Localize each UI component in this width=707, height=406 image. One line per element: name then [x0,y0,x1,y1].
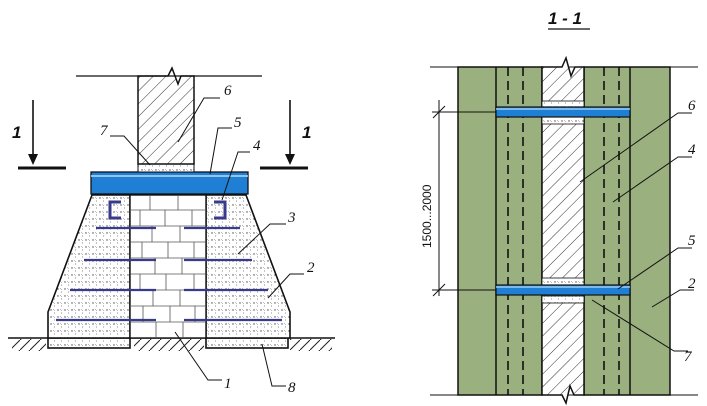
section-mark-right: 1 [302,123,311,142]
callout-left-7: 7 [100,123,109,139]
section-mark-left: 1 [12,123,21,142]
callout-right-6: 6 [688,98,696,114]
callout-left-4: 4 [253,138,261,154]
concrete-band-right [583,66,671,396]
section-title: 1 - 1 [548,9,582,28]
leaders-left [110,97,304,387]
mortar-lower [541,277,585,286]
right-section: 1 - 1 [420,9,698,406]
concrete-band-left [457,66,543,396]
callout-left-2: 2 [307,260,315,276]
mortar-lower-under [541,295,585,304]
hidden-channels [507,67,620,395]
soil-hatch-mid [134,339,204,351]
column-section [541,55,585,406]
spacing-dimension-label: 1500...2000 [420,184,434,248]
section-arrow-right-head [285,154,295,165]
soil-hatch-left [12,339,46,351]
soil-hatch-right [290,339,332,351]
mortar-bed [137,163,195,173]
leaders-right [579,112,694,352]
concrete-jacket-left [47,194,131,339]
spacing-dimension [432,100,496,297]
channel-anchor-right [214,200,227,220]
callout-left-8: 8 [288,380,296,396]
callout-left-3: 3 [287,210,296,226]
channel-anchor-left [108,200,121,220]
mortar-upper-under [541,116,585,125]
reinforcement-rods [56,226,282,322]
callout-right-5: 5 [688,233,696,249]
foundation-pad-right [205,337,289,349]
callout-left-5: 5 [234,115,242,131]
section-arrow-left-head [28,154,38,165]
callout-left-1: 1 [224,376,232,392]
left-elevation: 1 1 6 5 7 4 3 2 1 8 [8,66,335,396]
foundation-pad-left [47,337,131,349]
callout-left-6: 6 [224,83,232,99]
callout-right-2: 2 [688,276,696,292]
column [137,66,195,165]
concrete-jacket-right [205,194,291,339]
callout-right-4: 4 [688,142,696,158]
callout-right-7: 7 [684,349,693,365]
